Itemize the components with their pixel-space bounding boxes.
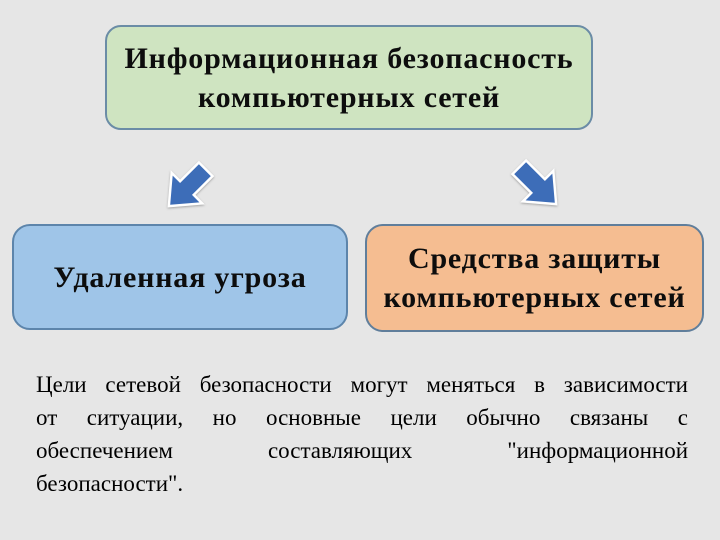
- protection-means-box: Средства защиты компьютерных сетей: [365, 224, 704, 332]
- protection-means-line-2: компьютерных сетей: [383, 281, 686, 314]
- body-paragraph: Цели сетевой безопасности могут меняться…: [36, 368, 688, 500]
- title-box-line-1: Информационная безопасность: [124, 41, 574, 75]
- arrow-down-right-icon: [510, 158, 558, 206]
- remote-threat-label: Удаленная угроза: [53, 260, 307, 294]
- paragraph-line-4: безопасности".: [36, 471, 184, 496]
- paragraph-line-3: обеспечением составляющих "информационно…: [36, 438, 688, 463]
- arrow-down-left-icon: [167, 160, 215, 208]
- title-box: Информационная безопасность компьютерных…: [105, 25, 593, 130]
- title-box-line-2: компьютерных сетей: [197, 80, 501, 114]
- paragraph-line-2: от ситуации, но основные цели обычно свя…: [36, 405, 688, 430]
- protection-means-line-1: Средства защиты: [407, 242, 662, 275]
- paragraph-line-1: Цели сетевой безопасности могут меняться…: [36, 372, 688, 397]
- remote-threat-box: Удаленная угроза: [12, 224, 348, 330]
